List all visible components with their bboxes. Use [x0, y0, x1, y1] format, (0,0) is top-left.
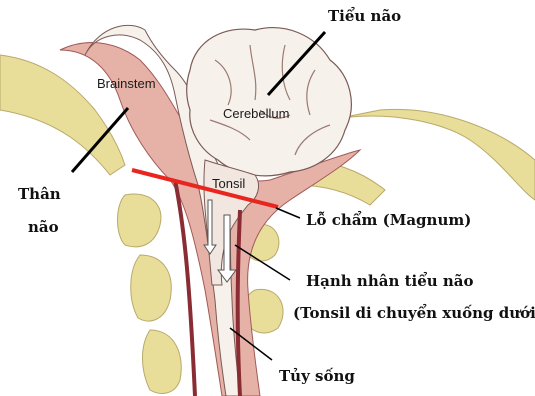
lo-cham-label: Lỗ chẩm (Magnum)	[306, 212, 471, 229]
cerebellum-label: Cerebellum	[223, 106, 289, 121]
tonsil-label: Tonsil	[212, 176, 245, 191]
vertebra-left-3	[143, 330, 182, 393]
tonsil-di-chuyen-label: (Tonsil di chuyển xuống dưới)	[293, 305, 535, 322]
than-nao-label-line1: Thân	[18, 186, 61, 203]
vertebra-left-2	[131, 255, 172, 321]
leader-lo-cham	[276, 208, 300, 218]
than-nao-label-line2: não	[28, 219, 59, 236]
tuy-song-label: Tủy sống	[279, 368, 355, 385]
brainstem-label: Brainstem	[97, 76, 156, 91]
tieu-nao-label: Tiểu não	[328, 8, 401, 25]
spinal-canal-right-edge	[238, 210, 240, 396]
vertebra-left-1	[118, 194, 161, 247]
hanh-nhan-label: Hạnh nhân tiểu não	[306, 273, 474, 290]
cerebellum	[187, 28, 352, 176]
